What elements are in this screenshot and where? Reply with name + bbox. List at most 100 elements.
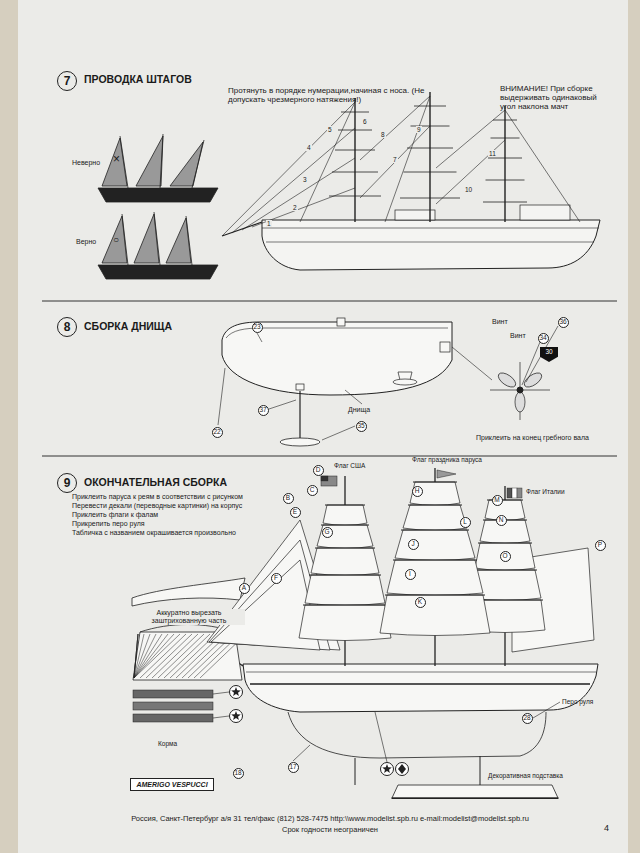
node-text: M (494, 497, 499, 504)
paper-sheet (18, 0, 628, 853)
section-heading: СБОРКА ДНИЩА (84, 320, 172, 332)
node-text: E (293, 509, 297, 516)
final-assembly-drawing (132, 470, 598, 799)
note-text: Перо руля (562, 698, 593, 705)
star-badge (230, 710, 243, 723)
note-text: Винт (510, 332, 526, 340)
section-heading: ОКОНЧАТЕЛЬНАЯ СБОРКА (84, 476, 227, 488)
callout-number: 10 (464, 186, 473, 193)
callout-circle: 34 (538, 333, 549, 344)
hull-bottom-drawing (218, 318, 558, 446)
yard (315, 548, 375, 549)
hatching (134, 634, 174, 678)
note-text: Флаг США (334, 462, 365, 469)
note-text: Флаг Италии (526, 488, 565, 495)
node-text: D (316, 467, 321, 474)
yard (486, 180, 525, 181)
note-text: Аккуратно вырезать заштрихованную часть (133, 609, 245, 625)
mark-symbol: × (113, 153, 120, 167)
node-text: C (310, 487, 315, 494)
yard (401, 530, 469, 531)
node-text: 8 (64, 321, 71, 333)
square-sail (403, 505, 467, 531)
square-sail (410, 482, 460, 506)
page-number: 4 (604, 823, 609, 833)
node-text: AMERIGO VESPUCCI (136, 781, 207, 788)
note-text: Корма (158, 740, 177, 747)
node-text: 30 (545, 349, 552, 356)
node-text: A (242, 585, 246, 592)
hatching (134, 634, 150, 678)
ship-rigging-drawing (222, 92, 600, 270)
callout-circle: K (415, 597, 426, 608)
callout-number: 3 (302, 176, 308, 183)
note-text: Протянуть в порядке нумерации,начиная с … (228, 86, 433, 104)
section-divider (42, 301, 617, 302)
node-text: K (418, 599, 422, 606)
yard (488, 158, 522, 159)
note-text: Верно (76, 238, 96, 246)
step-number-circle: 7 (57, 71, 77, 91)
yard (341, 112, 369, 113)
callout-circle: O (500, 551, 511, 562)
callout-circle: M (492, 495, 503, 506)
star-badges (230, 686, 409, 776)
node-text: I (409, 571, 411, 578)
section-divider (42, 456, 617, 457)
star-icon (231, 687, 241, 696)
flag-fill (540, 347, 558, 362)
callout-circle: D (313, 465, 324, 476)
sails (207, 468, 594, 666)
step-number-circle: 8 (57, 317, 77, 337)
callout-circle: 36 (558, 317, 569, 328)
callout-number: 5 (327, 126, 333, 133)
yard (413, 482, 457, 483)
callout-circle: E (290, 507, 301, 518)
square-sail (380, 595, 490, 636)
star-badge (230, 686, 243, 699)
yard (400, 198, 460, 199)
note-text: Прикрепить перо руля (72, 520, 145, 528)
note-text: Флаг праздника паруса (412, 456, 482, 463)
callout-number: 7 (392, 156, 398, 163)
callout-number: 9 (416, 126, 422, 133)
callout-circle: G (322, 527, 333, 538)
star-icon (382, 764, 392, 773)
yard (493, 120, 517, 121)
footer-text: Срок годности неограничен (180, 826, 480, 835)
note-text: Неверно (72, 159, 100, 167)
callout-number: 4 (306, 144, 312, 151)
note-text: ВНИМАНИЕ! При сборке выдерживать одинако… (500, 84, 612, 112)
square-sail (305, 575, 385, 606)
node-text: J (411, 541, 414, 548)
yard (338, 130, 372, 131)
callout-circle: 35 (356, 421, 367, 432)
note-text: Приклеить на конец гребного вала (476, 434, 589, 442)
yard (321, 525, 369, 526)
yard (329, 196, 381, 197)
node-text: L (463, 519, 467, 526)
square-sail (475, 543, 535, 571)
node-text: B (286, 495, 290, 502)
yard (408, 505, 462, 506)
name-plate: AMERIGO VESPUCCI (130, 778, 214, 791)
part-flag-marker: 30 (540, 347, 558, 362)
callout-number: 2 (292, 204, 298, 211)
wrong-ship-sketch (98, 134, 218, 202)
yard (309, 575, 381, 576)
callout-circle: C (307, 485, 318, 496)
callout-circle: 22 (212, 427, 223, 438)
node-text: N (499, 517, 504, 524)
node-text: 37 (259, 407, 266, 414)
callout-number: 8 (380, 131, 386, 138)
square-sail (395, 530, 475, 561)
node-text: 34 (539, 335, 546, 342)
hatching (158, 634, 204, 678)
note-text: Днища (348, 406, 370, 414)
node-text: 7 (64, 75, 71, 87)
square-sail (311, 548, 379, 576)
section-heading: ПРОВОДКА ШТАГОВ (84, 73, 192, 85)
node-text: 28 (523, 715, 530, 722)
